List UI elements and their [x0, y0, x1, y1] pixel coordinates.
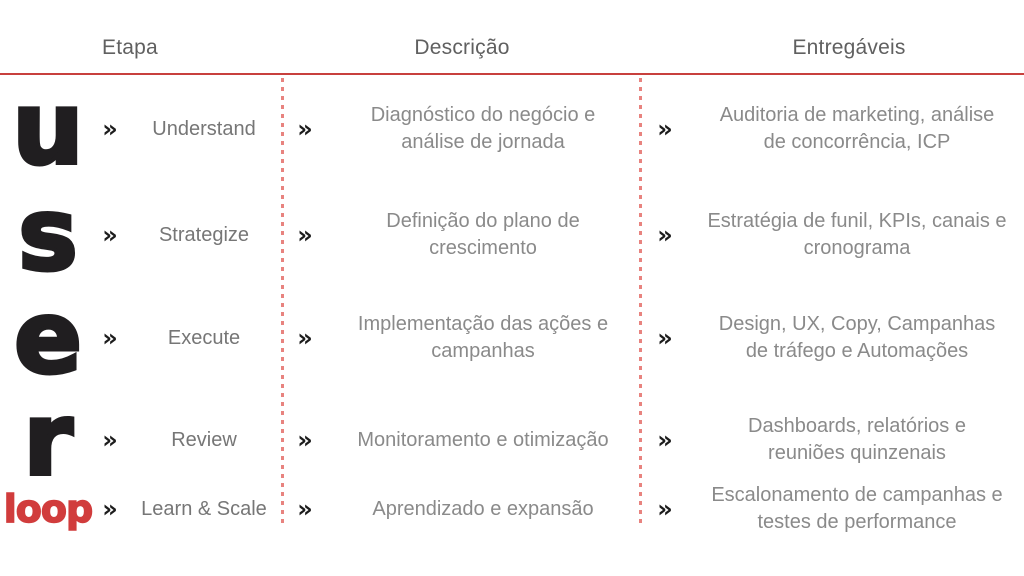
- chevron-right-icon: »: [657, 115, 673, 143]
- stage-deliverables: Dashboards, relatórios e reuniões quinze…: [748, 415, 966, 464]
- column-divider-dashed-1: [281, 78, 284, 528]
- chevron-right-icon: »: [657, 221, 673, 249]
- stage-name: Execute: [167, 326, 241, 349]
- chevron-right-icon: »: [657, 426, 673, 454]
- chevron-right-icon: »: [102, 324, 118, 352]
- column-header-descricao: Descrição: [414, 36, 510, 59]
- table-row: s » Strategize » Definição do plano de c…: [0, 176, 1024, 293]
- chevron-right-icon: »: [102, 495, 118, 523]
- chevron-right-icon: »: [297, 221, 313, 249]
- chevron-right-icon: »: [102, 221, 118, 249]
- stage-initial-letter: s: [16, 176, 80, 293]
- chevron-right-icon: »: [297, 115, 313, 143]
- stage-deliverables: Design, UX, Copy, Campanhas de tráfego e…: [718, 313, 996, 362]
- column-header-etapa: Etapa: [102, 36, 158, 59]
- stage-description: Aprendizado e expansão: [372, 497, 594, 520]
- chevron-right-icon: »: [657, 324, 673, 352]
- chevron-right-icon: »: [297, 324, 313, 352]
- column-header-entregaveis: Entregáveis: [792, 36, 906, 59]
- stage-deliverables: Auditoria de marketing, análise de conco…: [719, 104, 995, 153]
- column-divider-dashed-2: [639, 78, 642, 528]
- stage-name: Understand: [152, 117, 256, 140]
- chevron-right-icon: »: [297, 495, 313, 523]
- header-underline-rule: [0, 73, 1024, 75]
- chevron-right-icon: »: [297, 426, 313, 454]
- framework-rows: u » Understand » Diagnóstico do negócio …: [0, 74, 1024, 538]
- stage-initial-letter: r: [21, 381, 74, 498]
- stage-name: Learn & Scale: [141, 497, 267, 520]
- stage-deliverables: Estratégia de funil, KPIs, canais e cron…: [707, 210, 1007, 259]
- table-row: loop » Learn & Scale » Aprendizado e exp…: [0, 480, 1024, 538]
- stage-name: Strategize: [158, 223, 250, 246]
- stage-description: Definição do plano de crescimento: [386, 210, 580, 259]
- stage-initial-letter: u: [10, 70, 85, 187]
- stage-name: Review: [171, 428, 237, 451]
- loop-label: loop: [3, 487, 94, 531]
- chevron-right-icon: »: [102, 115, 118, 143]
- chevron-right-icon: »: [657, 495, 673, 523]
- chevron-right-icon: »: [102, 426, 118, 454]
- stage-description: Implementação das ações e campanhas: [357, 313, 609, 362]
- table-row: e » Execute » Implementação das ações e …: [0, 286, 1024, 390]
- stage-description: Monitoramento e otimização: [357, 428, 609, 451]
- table-row: r » Review » Monitoramento e otimização …: [0, 388, 1024, 492]
- table-row: u » Understand » Diagnóstico do negócio …: [0, 74, 1024, 184]
- stage-description: Diagnóstico do negócio e análise de jorn…: [370, 104, 596, 153]
- stage-deliverables: Escalonamento de campanhas e testes de p…: [711, 484, 1003, 533]
- stage-initial-letter: e: [12, 279, 84, 396]
